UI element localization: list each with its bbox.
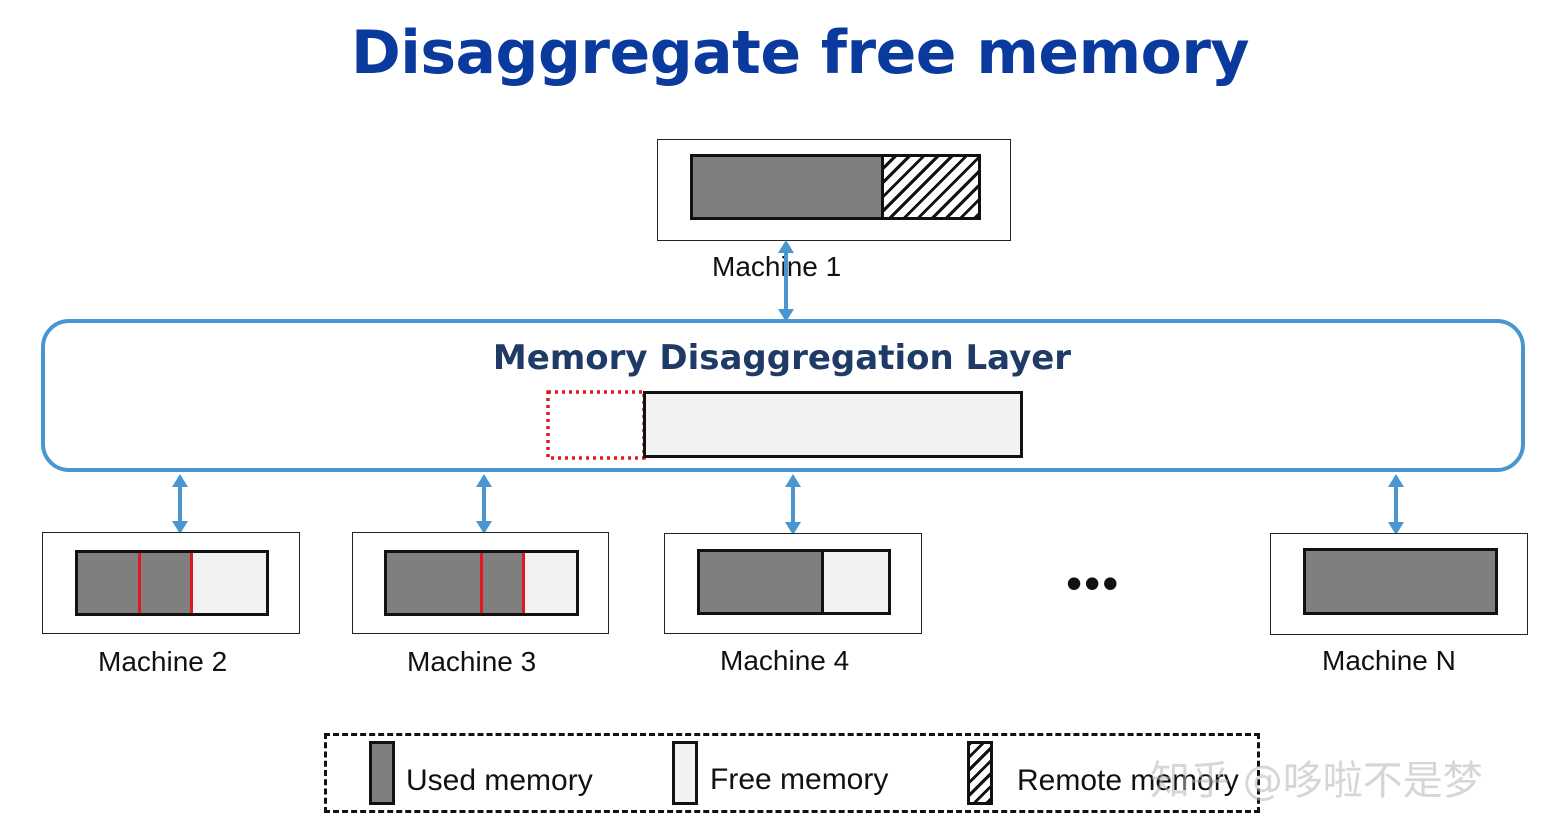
- machine-3-label: Machine 3: [407, 646, 537, 677]
- arrow-machine-2: [172, 474, 188, 534]
- ellipsis: •••: [1066, 557, 1121, 609]
- machine-4-label: Machine 4: [720, 645, 850, 676]
- page-title: Disaggregate free memory: [350, 18, 1250, 88]
- used-memory-swatch: [369, 741, 395, 805]
- used-memory-block: [700, 552, 825, 612]
- machine-1-label: Machine 1: [712, 251, 842, 282]
- machine-n-memory-bar: [1303, 548, 1498, 615]
- machine-n-box: [1270, 533, 1528, 635]
- pooled-free-memory-bar: [643, 391, 1023, 458]
- used-memory-block: [78, 553, 193, 613]
- machine-3-box: [352, 532, 609, 634]
- free-memory-legend-label: Free memory: [710, 763, 889, 796]
- used-memory-legend-label: Used memory: [406, 764, 593, 797]
- used-memory-block: [387, 553, 525, 613]
- remote-memory-swatch: [967, 741, 993, 805]
- layer-title: Memory Disaggregation Layer: [492, 338, 1072, 378]
- arrow-machine-1: [778, 240, 794, 322]
- lent-memory-highlight: [479, 553, 525, 613]
- machine-1-memory-bar: [690, 154, 981, 220]
- arrow-machine-3: [476, 474, 492, 534]
- remote-memory-legend-label: Remote memory: [1017, 764, 1239, 797]
- pooled-memory-slot: [546, 390, 646, 460]
- machine-2-box: [42, 532, 300, 634]
- machine-2-memory-bar: [75, 550, 269, 616]
- remote-memory-block: [883, 157, 978, 217]
- used-memory-block: [693, 157, 884, 217]
- memory-disaggregation-layer: [41, 319, 1525, 472]
- lent-memory-highlight: [138, 553, 193, 613]
- free-memory-swatch: [672, 741, 698, 805]
- machine-4-memory-bar: [697, 549, 891, 615]
- machine-3-memory-bar: [384, 550, 579, 616]
- used-memory-block: [1306, 551, 1495, 612]
- machine-1-box: [657, 139, 1011, 241]
- arrow-machine-n: [1388, 474, 1404, 535]
- machine-n-label: Machine N: [1322, 645, 1456, 676]
- machine-4-box: [664, 533, 922, 634]
- watermark: 知乎 @哆啦不是梦: [1150, 758, 1483, 804]
- machine-2-label: Machine 2: [98, 646, 228, 677]
- legend: Used memory Free memory Remote memory: [324, 733, 1260, 813]
- arrow-machine-4: [785, 474, 801, 535]
